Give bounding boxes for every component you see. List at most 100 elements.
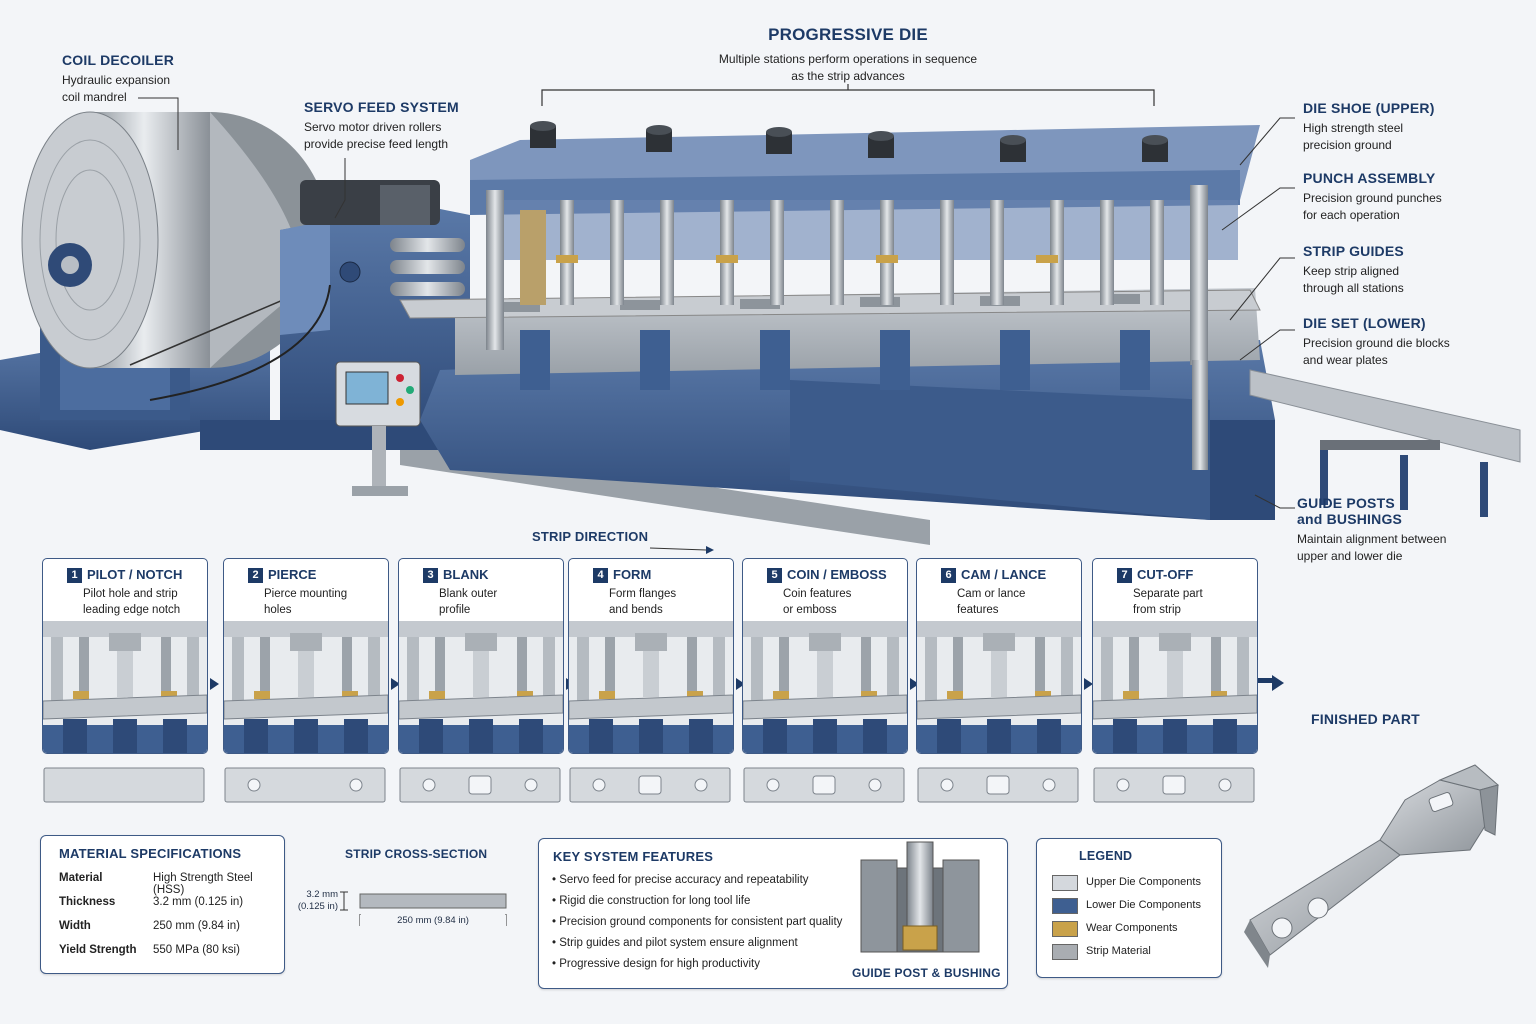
die-shoe-desc-1: High strength steel [1303,121,1404,135]
stage-die-illustration [1093,621,1257,753]
stage-desc-line-2: leading edge notch [83,604,181,616]
stage-blank-5 [743,764,905,806]
guide-post-bushing-label: GUIDE POST & BUSHING [852,966,1001,980]
stage-die-illustration [399,621,563,753]
legend-swatch [1052,944,1078,960]
stage-number: 7 [1117,568,1132,583]
bullet-icon: • [552,874,557,886]
punch-assembly-desc-1: Precision ground punches [1303,191,1442,205]
bullet-icon: • [552,895,557,907]
stage-desc: Cam or lance features [957,586,1075,618]
key-feature-item: • Rigid die construction for long tool l… [552,895,750,907]
bullet-icon: • [552,937,557,949]
key-feature-item: • Servo feed for precise accuracy and re… [552,874,809,886]
progressive-die-desc-1: Multiple stations perform operations in … [718,52,978,66]
stage-desc-line-1: Pilot hole and strip [83,588,178,600]
key-feature-text: Strip guides and pilot system ensure ali… [559,937,798,949]
stage-desc: Coin features or emboss [783,586,901,618]
stage-title: CUT-OFF [1137,567,1194,582]
bullet-icon: • [552,916,557,928]
spec-value-material: High Strength Steel (HSS) [153,872,253,896]
stage-die-illustration [743,621,907,753]
stage-arrow-4 [736,678,745,690]
strip-blank-shape [224,767,386,803]
callout-guide-posts: GUIDE POSTS and BUSHINGS Maintain alignm… [1297,495,1446,565]
spec-value-width: 250 mm (9.84 in) [153,920,240,932]
stage-arrow-2 [391,678,400,690]
cross-section-title: STRIP CROSS-SECTION [345,847,488,861]
legend-label: Upper Die Components [1086,876,1201,888]
cross-section-thickness-in: (0.125 in) [297,901,338,912]
coil-decoiler-desc-1: Hydraulic expansion [62,73,171,87]
stage-desc-line-2: from strip [1133,604,1181,616]
cross-section-thickness: 3.2 mm (0.125 in) [296,889,338,913]
strip-blank-shape [399,767,561,803]
machine-illustration [0,84,1521,554]
stage-arrow-1 [210,678,219,690]
stage-blank-1 [43,764,205,806]
guide-posts-desc-2: upper and lower die [1297,549,1403,563]
legend-swatch [1052,921,1078,937]
stage-desc-line-1: Cam or lance [957,588,1026,600]
stage-blank-2 [224,764,386,806]
stage-desc-line-2: or emboss [783,604,837,616]
stage-number: 4 [593,568,608,583]
legend-label: Lower Die Components [1086,899,1201,911]
callout-die-shoe: DIE SHOE (UPPER) High strength steel pre… [1303,100,1435,154]
spec-value-yield: 550 MPa (80 ksi) [153,944,240,956]
die-set-title: DIE SET (LOWER) [1303,315,1426,331]
die-shoe-desc-2: precision ground [1303,138,1392,152]
strip-blank-shape [1093,767,1255,803]
stage-arrow-5 [910,678,919,690]
punch-assembly-title: PUNCH ASSEMBLY [1303,170,1436,186]
stage-die-illustration [569,621,733,753]
stage-number: 3 [423,568,438,583]
key-feature-text: Rigid die construction for long tool lif… [559,895,751,907]
progressive-die-title: PROGRESSIVE DIE [768,25,928,44]
stage-title: PILOT / NOTCH [87,567,183,582]
cross-section-width: 250 mm (9.84 in) [360,915,506,926]
spec-label-material: Material [59,872,103,884]
stage-blank-7 [1093,764,1255,806]
callout-coil-decoiler: COIL DECOILER Hydraulic expansion coil m… [62,52,174,106]
stage-desc-line-1: Blank outer [439,588,498,600]
stage-number: 2 [248,568,263,583]
strip-guides-desc-2: through all stations [1303,281,1404,295]
spec-label-yield: Yield Strength [59,944,137,956]
strip-blank-shape [917,767,1079,803]
stage-desc-line-2: holes [264,604,292,616]
stage-number: 5 [767,568,782,583]
key-feature-item: • Progressive design for high productivi… [552,958,760,970]
key-features-title: KEY SYSTEM FEATURES [553,849,714,864]
stage-desc-line-1: Coin features [783,588,852,600]
spec-value-thickness: 3.2 mm (0.125 in) [153,896,244,908]
servo-feed-desc-2: provide precise feed length [304,137,449,151]
guide-post-bushing-icon [860,841,980,953]
guide-posts-title-1: GUIDE POSTS [1297,495,1395,511]
finished-part-arrow [1258,678,1276,683]
legend-swatch [1052,875,1078,891]
callout-progressive-die: PROGRESSIVE DIE Multiple stations perfor… [648,25,1048,85]
stage-blank-3 [399,764,561,806]
legend-title: LEGEND [1079,849,1133,863]
guide-posts-title-2: and BUSHINGS [1297,511,1403,527]
finished-part-illustration [1244,764,1500,968]
stage-blank-6 [917,764,1079,806]
coil-decoiler-desc-2: coil mandrel [62,90,127,104]
stage-desc-line-2: features [957,604,999,616]
stage-desc-line-1: Pierce mounting [264,588,348,600]
stage-number: 6 [941,568,956,583]
bullet-icon: • [552,958,557,970]
punch-assembly-desc-2: for each operation [1303,208,1400,222]
key-feature-item: • Strip guides and pilot system ensure a… [552,937,798,949]
stage-title: BLANK [443,567,489,582]
